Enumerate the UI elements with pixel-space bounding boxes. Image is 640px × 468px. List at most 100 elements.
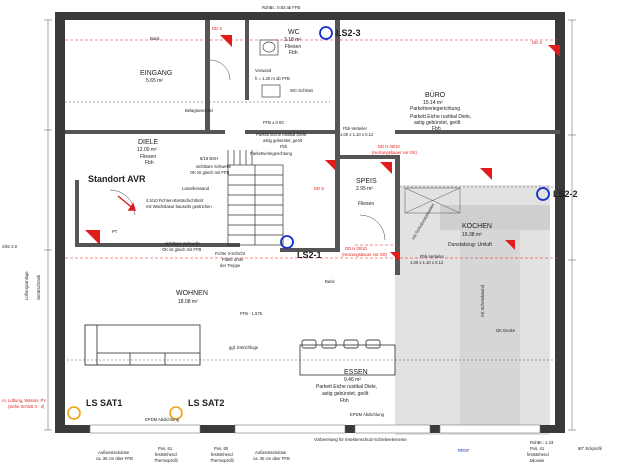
right-dimension-lines: [568, 19, 576, 431]
sat2-circle-icon: [169, 406, 183, 420]
anno-belagswechsel: Belagswechsel: [185, 108, 213, 113]
anno-fbh-verteiler2-dim: 1.00 x 1.10 x 0.12: [410, 260, 444, 265]
room-wc-height: h = 1.20 m ab FFB: [255, 76, 290, 81]
room-eingang: EINGANG 5.65 m²: [140, 70, 172, 84]
room-buero-area: 15.14 m²: [423, 100, 443, 106]
room-diele-area: 12.00 m²: [137, 147, 157, 153]
anno-ffb-1575: FFB - 1.575: [240, 311, 263, 316]
room-essen-desc2: astig gebürstet, geölt: [322, 391, 369, 397]
anno-dd-h3010: DD H 30/10: [378, 144, 401, 149]
anno-aussen2-h: ca. 35 cm über FFB: [253, 456, 290, 461]
anno-schrankwand: mit Schrankwand: [480, 284, 485, 317]
anno-sichtbare4: OK ist gleich mit FFB: [162, 247, 202, 252]
anno-parkett-mid1: Parkett Eiche rustikal Diele,: [256, 132, 307, 137]
room-buero-extra: Fbh: [432, 126, 441, 132]
room-kochen-extra: Dunstabzug: Umluft: [448, 242, 493, 248]
anno-eckprofil: 90° Eckprofil: [578, 446, 602, 451]
room-speis: SPEIS 2.95 m² Fliesen: [356, 178, 377, 207]
anno-pos2: Pos. 60: [214, 446, 229, 451]
room-kochen-area: 16.38 m²: [462, 232, 482, 238]
anno-wc-vorwand: Vorwand: [255, 68, 272, 73]
room-wc-name: WC: [288, 29, 300, 36]
anno-dd-h3010b: DD H 30/10: [345, 246, 368, 251]
anno-fichte3-3: der Treppe: [220, 263, 241, 268]
anno-ventil1: Lüftungsanlage: [24, 271, 29, 300]
anno-vorbereitung: Vorbereitung für Insektenschutz-Schiebee…: [314, 437, 407, 442]
standort-arrow: [117, 195, 136, 211]
lamellen-wand: [227, 150, 253, 165]
anno-dd-s-b: DD S: [532, 40, 542, 45]
ls21-label: LS2-1: [297, 250, 322, 260]
room-essen-name: ESSEN: [344, 369, 368, 376]
room-buero-desc2: astig gebürstet, geölt: [414, 120, 461, 126]
left-dimension-lines: [44, 19, 52, 431]
anno-fbh-verteiler1: Fbh-Verteiler: [343, 126, 368, 131]
anno-parkett-mid4: Parkettverlegerichtung: [250, 151, 293, 156]
anno-parkett-mid3: Fbh: [280, 144, 288, 149]
anno-sichtbare2: OK ist gleich mit FFB: [190, 170, 230, 175]
room-buero-desc1: Parkett Eiche rustikal Diele,: [410, 114, 471, 120]
anno-pos3b: feststehend: [527, 452, 549, 457]
anno-bank-top: Bank: [150, 36, 160, 41]
anno-fichte3-2: Platte unter: [222, 257, 244, 262]
door-arcs: [109, 59, 386, 241]
anno-sichtbare3: sichtbare Schwelle: [165, 241, 201, 246]
ls22-label: LS2-2: [553, 189, 578, 199]
sat1-circle-icon: [67, 406, 81, 420]
room-wc: WC 3.18 m² Fliesen Fbh h = 1.20 m ab FFB: [255, 29, 301, 81]
anno-epdm2: EPDM Abdichtung: [350, 412, 385, 417]
room-essen-desc1: Parkett Eiche rustikal Diele,: [316, 384, 377, 390]
wc-fixtures: [259, 39, 281, 98]
room-wohnen-name: WOHNEN: [176, 290, 208, 297]
room-diele-floor: Fliesen: [140, 154, 156, 160]
dining-table: [299, 339, 396, 376]
anno-wc-schloss: WC-Schloss: [290, 88, 313, 93]
anno-fichten1: 4.5/10 Fichten-Brettschichtholz: [146, 198, 204, 203]
room-kochen-name: KOCHEN: [462, 223, 492, 230]
anno-fichten2: mit Wachslasur bauseits gestrichen: [146, 204, 212, 209]
anno-rrsf: RRSF: [458, 448, 470, 453]
anno-heizung-bauer-b: (Heizungsbauer vor Ort): [342, 252, 388, 257]
anno-bsh: 8/18 BSH: [200, 156, 218, 161]
anno-pos3c: Jalousie: [529, 458, 545, 463]
anno-pt: PT: [112, 229, 118, 234]
anno-sichtbare1: sichtbare Schwelle: [196, 164, 232, 169]
anno-estrich: ggf. Estrichfuge: [229, 345, 259, 350]
kitchen-cabinets: [404, 187, 461, 214]
sofa: [84, 324, 201, 366]
room-essen: ESSEN 9.46 m² Parkett Eiche rustikal Die…: [316, 369, 377, 404]
sat2-label: LS SAT2: [188, 398, 224, 408]
room-buero: BÜRO 15.14 m² Parkettverlegerichtung Par…: [410, 91, 471, 132]
anno-pos2b: feststehend: [211, 452, 233, 457]
room-buero-floor: Parkettverlegerichtung: [410, 106, 460, 112]
dd-markers: [85, 35, 560, 262]
room-speis-area: 2.95 m²: [356, 186, 373, 192]
anno-lamellen: Lamellenwand: [182, 186, 210, 191]
construction-lines: [65, 39, 560, 259]
ls22-circle-icon: [536, 187, 550, 201]
room-essen-area: 9.46 m²: [344, 377, 361, 383]
anno-dd-s-a: DD S: [212, 26, 222, 31]
anno-ffb-000: FFB ± 0.00: [263, 120, 284, 125]
room-wc-extra: Fbh: [289, 50, 298, 56]
room-diele-extra: Fbh: [145, 160, 154, 166]
anno-gk-decke: GK Decke: [496, 328, 516, 333]
bottom-windows: [89, 424, 541, 434]
room-wc-area: 3.18 m²: [284, 37, 301, 43]
staircase: [227, 164, 284, 246]
construction-lines-grey: [55, 101, 555, 361]
room-wc-floor: Fliesen: [285, 44, 301, 50]
ls23-label: LS2-3: [336, 28, 361, 38]
anno-aussen2: Außensteckdose: [255, 450, 287, 455]
room-wohnen-area: 18.08 m²: [178, 299, 198, 305]
ls23-circle-icon: [319, 26, 333, 40]
anno-pos1b: feststehend: [155, 452, 177, 457]
sat1-label: LS SAT1: [86, 398, 122, 408]
anno-heizung-bauer: (Heizungsbauer vor Ort): [372, 150, 418, 155]
anno-aussen1-h: ca. 35 cm über FFB: [96, 456, 133, 461]
room-wohnen: WOHNEN 18.08 m²: [176, 290, 208, 305]
inner-walls: [65, 20, 560, 275]
anno-fbh-verteiler1-dim: 1.00 x 1.10 x 0.12: [340, 132, 374, 137]
anno-ls-sat-note: Slim 2.0: [2, 244, 18, 249]
